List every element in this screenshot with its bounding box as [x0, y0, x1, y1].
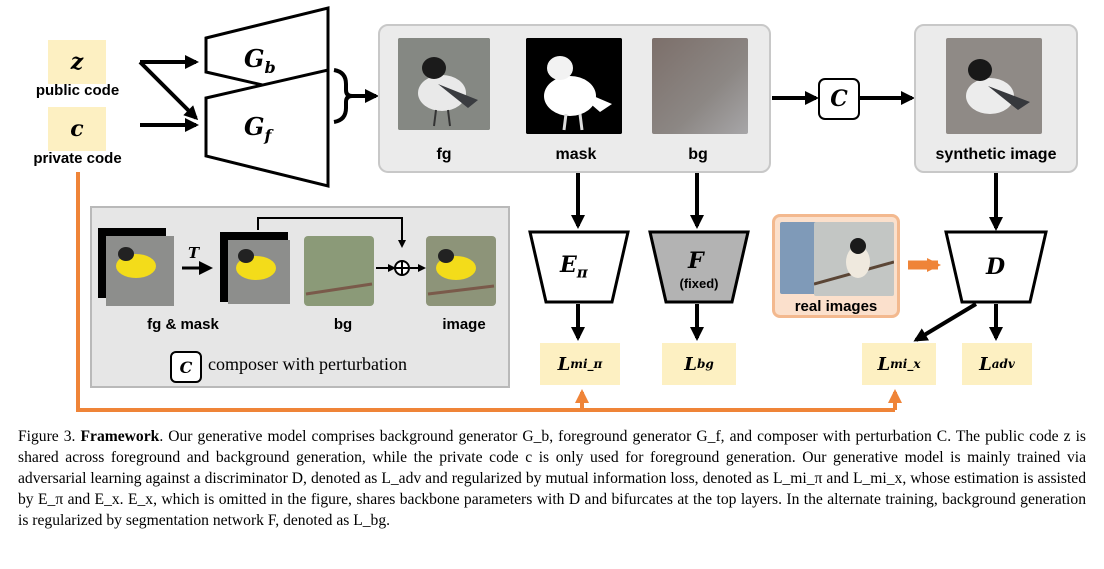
arrow-d-to-mi-x [913, 302, 978, 342]
bg-label: bg [688, 146, 708, 163]
caption-title: Framework [80, 428, 160, 445]
generator-gf-shape [204, 68, 330, 188]
legend-composer-box: C [170, 351, 202, 383]
mask-label: mask [555, 146, 597, 163]
synthetic-image [946, 38, 1042, 134]
discriminator-d-label: D [986, 254, 1006, 280]
transform-symbol: T [188, 244, 200, 262]
real-images-label: real images [794, 298, 878, 315]
arrow-z-gf [138, 60, 199, 121]
bg-texture-icon [652, 38, 748, 134]
public-code-label: public code [35, 82, 120, 99]
generator-gb-label: Gb [244, 44, 276, 77]
legend-composer-symbol: C [179, 357, 193, 377]
composer-inset-shapes [98, 217, 496, 306]
caption-body: . Our generative model comprises backgro… [18, 428, 1086, 529]
segmenter-f-shape [648, 230, 750, 304]
composer-box: C [818, 78, 860, 120]
generator-gf-label: Gf [244, 112, 272, 145]
real-image-front [814, 222, 894, 296]
fg-label: fg [436, 146, 452, 163]
caption-prefix: Figure 3. [18, 428, 76, 445]
fg-mask-label: fg & mask [147, 316, 219, 333]
bird-mask-icon [526, 38, 622, 134]
legend-text: composer with perturbation [208, 354, 407, 374]
figure-caption: Figure 3. Framework. Our generative mode… [18, 426, 1086, 531]
inset-image-label: image [442, 316, 486, 333]
diagram-shapes [76, 6, 1048, 412]
bg-image [652, 38, 748, 134]
private-code-label: private code [33, 150, 122, 167]
public-code-box: z [48, 40, 106, 84]
merge-brace [333, 68, 353, 124]
encoder-epi-label: Eπ [560, 252, 588, 282]
composer-symbol: C [830, 86, 848, 112]
synthetic-image-label: synthetic image [935, 146, 1057, 163]
encoder-epi-shape [528, 230, 630, 304]
private-code-symbol: c [70, 116, 84, 142]
mask-image [526, 38, 622, 134]
bird-synthetic-icon [946, 38, 1042, 134]
bird-fg-icon [398, 38, 490, 130]
inset-bg-label: bg [333, 316, 353, 333]
bird-real-icon [814, 222, 894, 296]
public-code-symbol: z [70, 49, 84, 75]
discriminator-d-shape [944, 230, 1048, 304]
private-code-feedback-line [76, 172, 895, 412]
fg-image [398, 38, 490, 130]
segmenter-f-label: F [688, 248, 704, 274]
private-code-box: c [48, 107, 106, 151]
segmenter-f-note: (fixed) [679, 276, 719, 291]
